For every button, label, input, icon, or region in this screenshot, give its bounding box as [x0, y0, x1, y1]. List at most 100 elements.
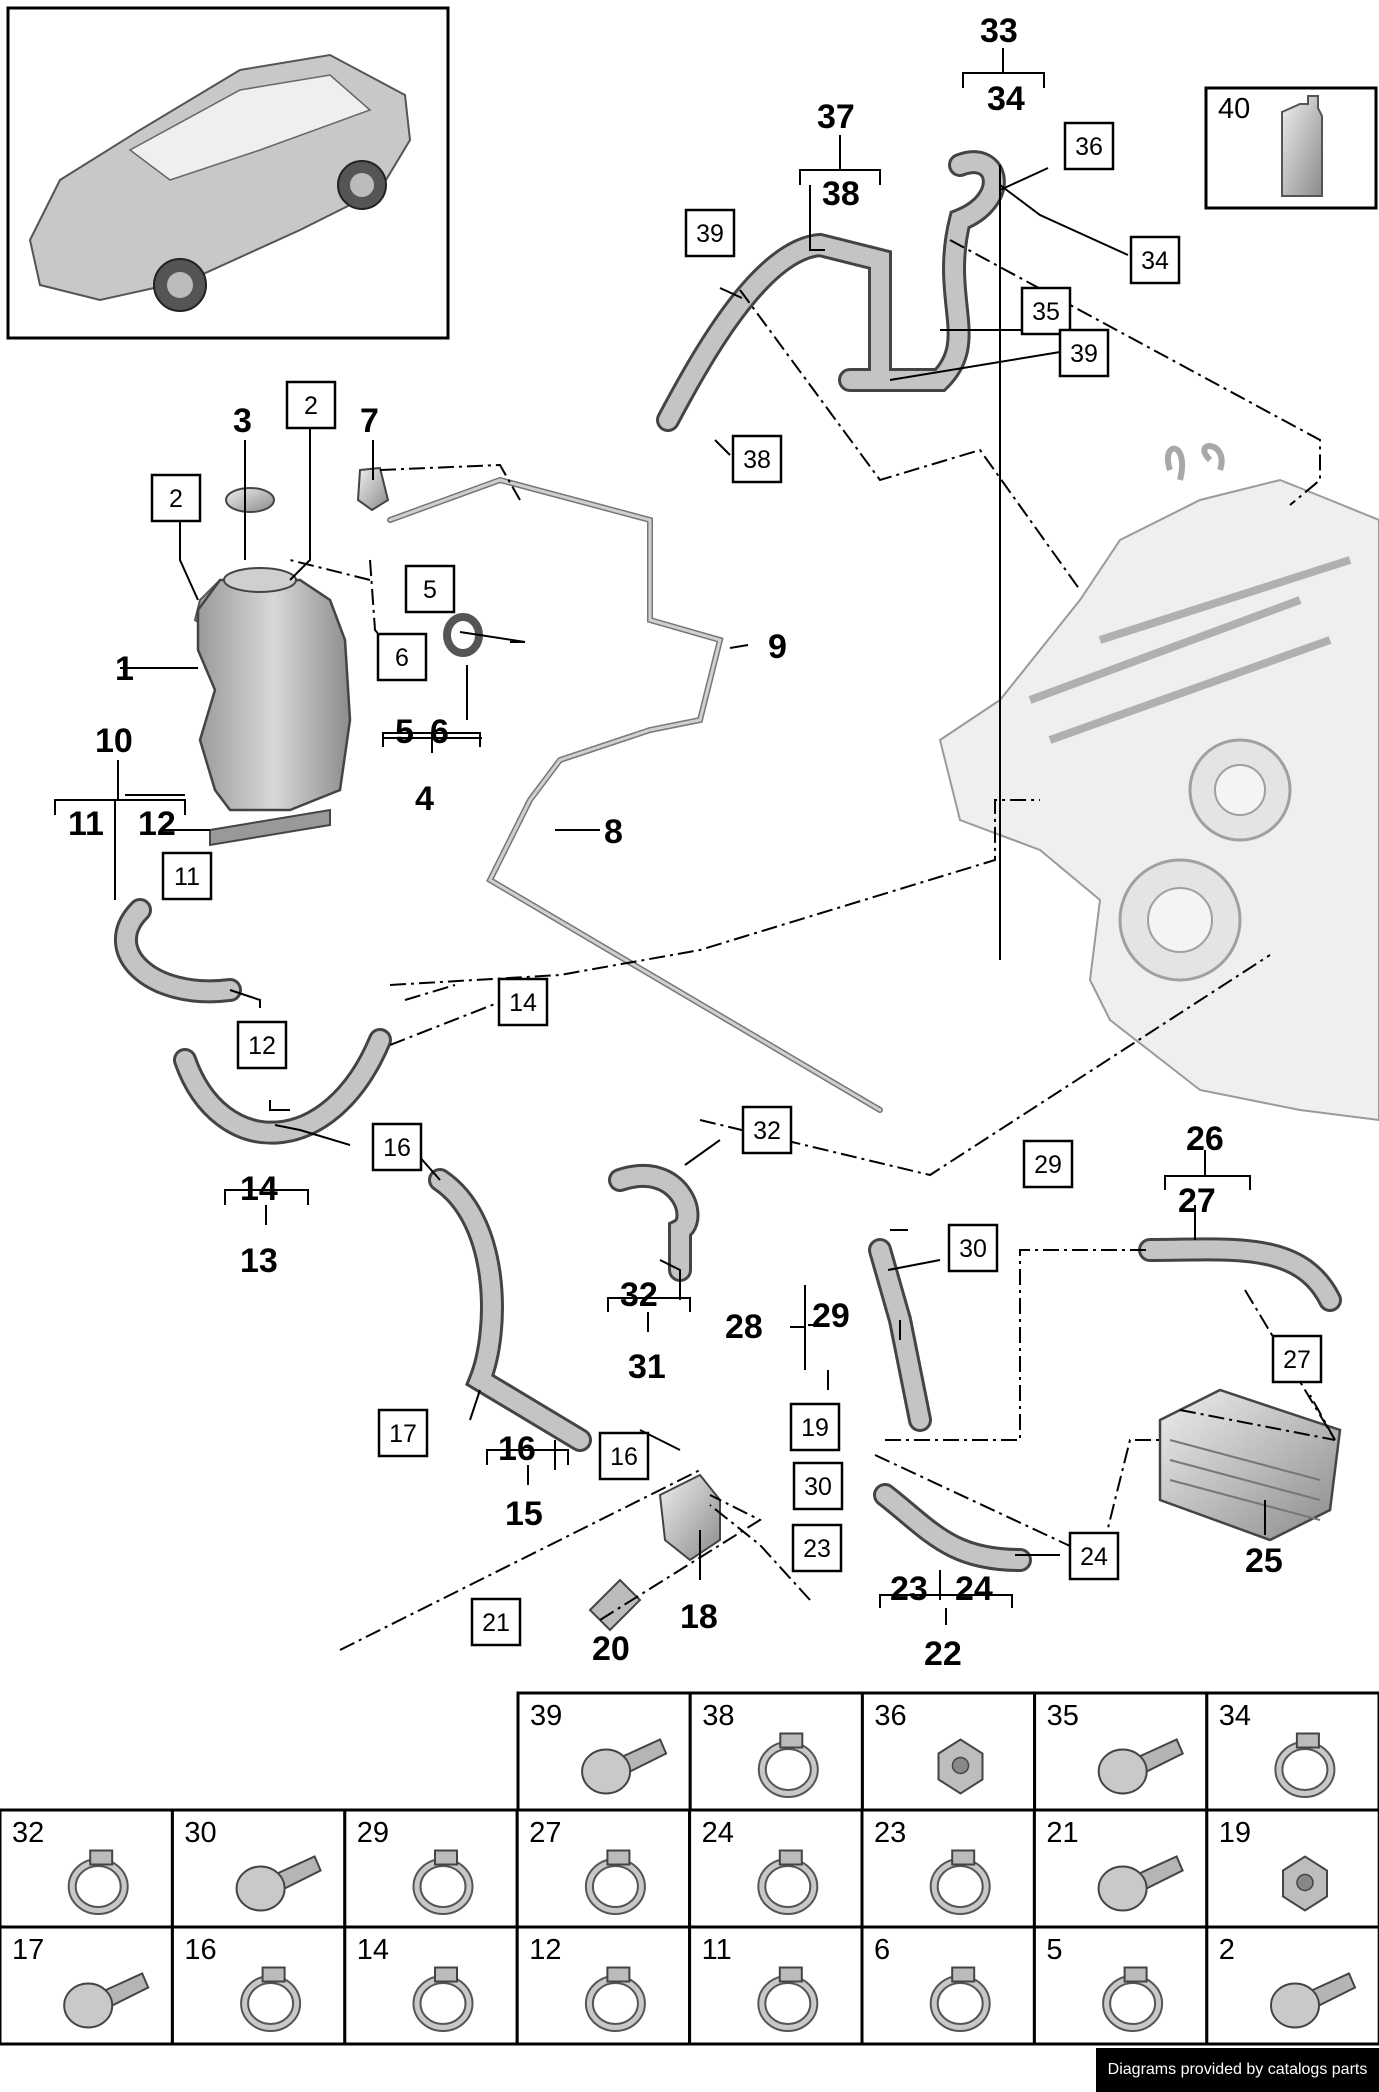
screw-icon	[63, 1972, 150, 2029]
parts-grid-cell-number: 30	[184, 1817, 216, 1849]
parts-grid-cell: 30	[170, 1808, 347, 1929]
screw-icon	[1097, 1855, 1184, 1912]
parts-grid-cell-number: 36	[874, 1700, 906, 1732]
parts-grid-cell: 24	[688, 1808, 864, 1929]
boxed-callout: 29	[1022, 1139, 1074, 1189]
boxed-callout: 30	[947, 1223, 999, 1273]
callout-38: 38	[822, 175, 860, 213]
callout-29: 29	[812, 1297, 850, 1335]
parts-grid-cell: 38	[688, 1691, 864, 1812]
parts-grid-cell: 29	[343, 1808, 519, 1929]
hose-clamp-icon	[412, 1849, 474, 1915]
boxed-callout: 2	[150, 473, 202, 523]
hose-clamp-icon	[929, 1849, 991, 1915]
svg-text:32: 32	[753, 1117, 781, 1145]
parts-grid-cell-number: 39	[530, 1700, 562, 1732]
hose-clamp-icon	[929, 1966, 991, 2032]
screw-icon	[581, 1738, 668, 1795]
parts-grid-cell-number: 34	[1219, 1700, 1251, 1732]
coolant-expansion-tank	[193, 466, 483, 847]
vehicle-thumbnail	[6, 6, 450, 340]
boxed-callout: 30	[792, 1461, 844, 1511]
boxed-callout: 21	[470, 1597, 522, 1647]
oil-cooler	[1158, 1388, 1342, 1542]
footer-credit-text: Diagrams provided by catalogs parts	[1107, 2061, 1368, 2078]
footer-credit: Diagrams provided by catalogs parts	[1096, 2048, 1379, 2092]
hose-clamp-icon	[584, 1849, 646, 1915]
screw-icon	[1097, 1738, 1184, 1795]
parts-grid-cell: 5	[1032, 1925, 1209, 2046]
callout-24: 24	[955, 1570, 993, 1608]
hose-clamp-icon	[757, 1966, 819, 2032]
callout-25: 25	[1245, 1542, 1283, 1580]
hose-clamp-icon	[1274, 1732, 1336, 1798]
parts-grid-cell-number: 16	[184, 1934, 216, 1966]
callout-7: 7	[360, 402, 379, 440]
parts-grid-cell-number: 21	[1046, 1817, 1078, 1849]
boxed-callout: 14	[497, 977, 549, 1027]
boxed-callout: 2	[285, 380, 337, 430]
parts-grid-cell-number: 11	[702, 1934, 732, 1966]
boxed-callout: 35	[1020, 286, 1072, 336]
parts-grid-cell: 32	[0, 1808, 174, 1929]
svg-text:16: 16	[383, 1134, 411, 1162]
boxed-callout: 32	[741, 1105, 793, 1155]
callout-12: 12	[138, 805, 176, 843]
callout-22: 22	[924, 1635, 962, 1673]
parts-grid-cell-number: 38	[702, 1700, 734, 1732]
parts-grid-cell: 27	[515, 1808, 692, 1929]
group-brackets	[54, 48, 1251, 1625]
parts-grid-cell: 12	[515, 1925, 692, 2046]
parts-grid-cell-number: 29	[357, 1817, 389, 1849]
hose-clamp-icon	[757, 1849, 819, 1915]
boxed-callout: 23	[791, 1523, 843, 1573]
parts-grid-cell-number: 19	[1219, 1817, 1251, 1849]
parts-grid-cell: 6	[860, 1925, 1036, 2046]
hoses	[114, 150, 1342, 1572]
engine-block	[938, 443, 1379, 1122]
parts-grid-cell: 34	[1205, 1691, 1379, 1812]
svg-text:19: 19	[801, 1414, 829, 1442]
callout-20: 20	[592, 1630, 630, 1668]
boxed-callouts: 2 2 5 6 11 12 14 16 16 17 19 21 23 24 27…	[150, 121, 1323, 1647]
boxed-callout: 11	[161, 851, 213, 901]
svg-text:5: 5	[423, 576, 437, 604]
hex-nut-icon	[1282, 1855, 1328, 1912]
parts-grid-cell: 35	[1033, 1691, 1209, 1812]
callout-34: 34	[987, 80, 1025, 118]
callout-32: 32	[620, 1276, 658, 1314]
parts-grid-cell: 14	[343, 1925, 519, 2046]
boxed-callout: 19	[789, 1402, 841, 1452]
callout-15: 15	[505, 1495, 543, 1533]
svg-text:39: 39	[696, 220, 724, 248]
callout-27: 27	[1178, 1182, 1216, 1220]
boxed-callout: 5	[404, 564, 456, 614]
parts-grid-cell: 11	[688, 1925, 864, 2046]
svg-text:11: 11	[174, 863, 200, 891]
parts-grid-cell-number: 17	[12, 1934, 44, 1966]
parts-grid-cell: 21	[1032, 1808, 1209, 1929]
svg-text:29: 29	[1034, 1151, 1062, 1179]
boxed-callout: 16	[371, 1122, 423, 1172]
leader-lines	[114, 165, 1266, 1600]
svg-text:39: 39	[1070, 340, 1098, 368]
boxed-callout: 24	[1068, 1531, 1120, 1581]
callout-28: 28	[725, 1308, 763, 1346]
dash-dot-lines	[289, 239, 1336, 1651]
callout-3: 3	[233, 402, 252, 440]
screw-icon	[1270, 1972, 1357, 2029]
boxed-callout: 16	[598, 1431, 650, 1481]
svg-text:27: 27	[1283, 1346, 1311, 1374]
hose-clamp-icon	[584, 1966, 646, 2032]
boxed-callout: 36	[1063, 121, 1115, 171]
parts-grid-cell-number: 5	[1046, 1934, 1062, 1966]
callout-18: 18	[680, 1598, 718, 1636]
kit-box-40: 40	[1204, 86, 1378, 210]
callout-33: 33	[980, 12, 1018, 50]
parts-grid-cell: 2	[1205, 1925, 1379, 2046]
svg-text:35: 35	[1032, 298, 1060, 326]
hose-clamp-icon	[412, 1966, 474, 2032]
svg-text:16: 16	[610, 1443, 638, 1471]
bold-callouts: 1 3 7 5 6 4 9 8 10 11 12 14 13 16 15 18 …	[68, 12, 1283, 1673]
parts-grid-cell-number: 6	[874, 1934, 890, 1966]
